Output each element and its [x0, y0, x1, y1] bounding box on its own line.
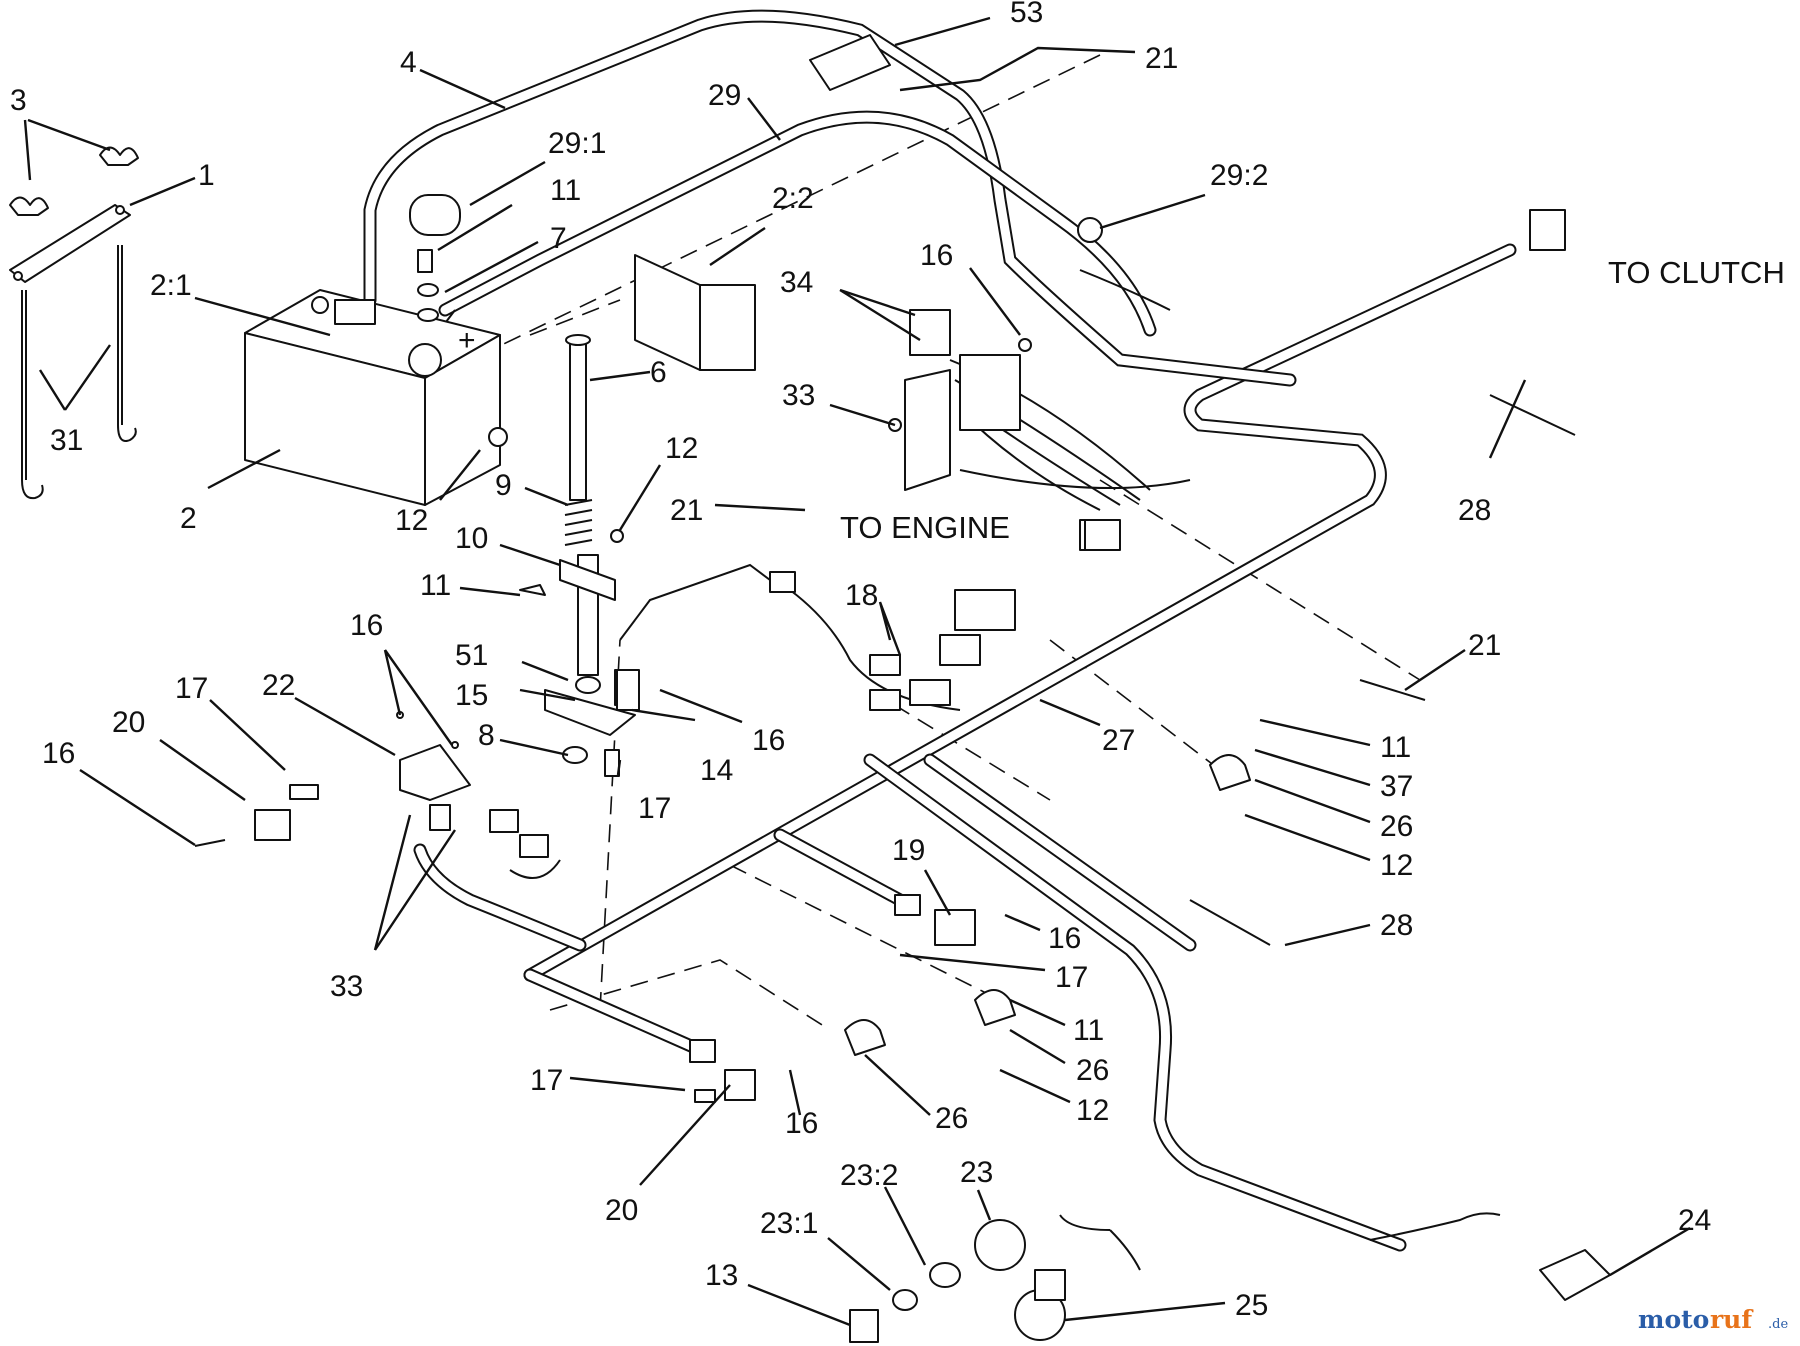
- callout-label: 17: [175, 672, 208, 705]
- callout-label: 53: [1010, 0, 1043, 29]
- callout-label: 11: [1380, 731, 1411, 764]
- callout-label: 11: [550, 174, 581, 207]
- callout-label: 4: [400, 46, 417, 79]
- svg-text:+: +: [458, 324, 476, 357]
- callout-label: 26: [935, 1102, 968, 1135]
- callout-label: 21: [670, 494, 703, 527]
- callout-label: 29:1: [548, 127, 606, 160]
- leader-lines: [23, 16, 1691, 1327]
- callout-label: 28: [1380, 909, 1413, 942]
- callout-label: 10: [455, 522, 488, 555]
- callout-label: 20: [112, 706, 145, 739]
- watermark-part2: ruf: [1710, 1305, 1754, 1334]
- callout-label: 6: [650, 356, 667, 389]
- to-clutch-label: TO CLUTCH: [1608, 255, 1785, 290]
- relay-block: [888, 309, 1119, 551]
- callout-label: 33: [782, 379, 815, 412]
- callout-label: 33: [330, 970, 363, 1003]
- battery-assembly: +: [9, 146, 508, 506]
- callout-label: 7: [550, 222, 567, 255]
- callout-label: 12: [395, 504, 428, 537]
- callout-label: 34: [780, 266, 813, 299]
- watermark-suffix: .de: [1768, 1317, 1788, 1332]
- battery-cable-parts: [409, 194, 756, 371]
- callout-label: 14: [700, 754, 733, 787]
- callout-label: 12: [1076, 1094, 1109, 1127]
- callout-label: 12: [1380, 849, 1413, 882]
- callout-label: 20: [605, 1194, 638, 1227]
- callout-label: 19: [892, 834, 925, 867]
- callout-label: 51: [455, 639, 488, 672]
- callout-label: 28: [1458, 494, 1491, 527]
- callout-label: 15: [455, 679, 488, 712]
- callout-label: 26: [1076, 1054, 1109, 1087]
- to-engine-label: TO ENGINE: [840, 510, 1010, 545]
- callout-label: 24: [1678, 1204, 1711, 1237]
- callout-label: 27: [1102, 724, 1135, 757]
- callout-label: 16: [42, 737, 75, 770]
- callout-label: 17: [1055, 961, 1088, 994]
- callout-label: 11: [420, 569, 451, 602]
- main-harness: [363, 9, 1517, 1252]
- callout-label: 37: [1380, 770, 1413, 803]
- callout-label: 1: [198, 159, 215, 192]
- callout-label: 13: [705, 1259, 738, 1292]
- callout-label: 31: [50, 424, 83, 457]
- switch-components: [194, 34, 1611, 1343]
- callout-label: 2:2: [772, 182, 814, 215]
- callout-label: 16: [752, 724, 785, 757]
- callout-label: 16: [1048, 922, 1081, 955]
- callout-label: 17: [530, 1064, 563, 1097]
- connector-cluster: [769, 571, 1016, 711]
- callout-label: 16: [920, 239, 953, 272]
- callout-label: 23:2: [840, 1159, 898, 1192]
- callout-label: 2:1: [150, 269, 192, 302]
- callout-label: 11: [1073, 1014, 1104, 1047]
- callout-labels: 53 21 4 29 3 1 29:1 11 7 2:2 29:2 2:1 34…: [10, 0, 1711, 1322]
- callout-label: 22: [262, 669, 295, 702]
- callout-label: 29:2: [1210, 159, 1268, 192]
- callout-label: 8: [478, 719, 495, 752]
- callout-label: 29: [708, 79, 741, 112]
- watermark-part1: moto: [1638, 1305, 1709, 1334]
- callout-label: 12: [665, 432, 698, 465]
- callout-label: 26: [1380, 810, 1413, 843]
- callout-label: 2: [180, 502, 197, 535]
- callout-label: 21: [1145, 42, 1178, 75]
- callout-label: 17: [638, 792, 671, 825]
- callout-label: 3: [10, 84, 27, 117]
- callout-label: 16: [785, 1107, 818, 1140]
- callout-label: 23:1: [760, 1207, 818, 1240]
- callout-label: 23: [960, 1156, 993, 1189]
- watermark-logo: moto ruf .de: [1638, 1305, 1788, 1334]
- callout-label: 18: [845, 579, 878, 612]
- callout-label: 21: [1468, 629, 1501, 662]
- callout-label: 9: [495, 469, 512, 502]
- callout-label: 16: [350, 609, 383, 642]
- callout-label: 25: [1235, 1289, 1268, 1322]
